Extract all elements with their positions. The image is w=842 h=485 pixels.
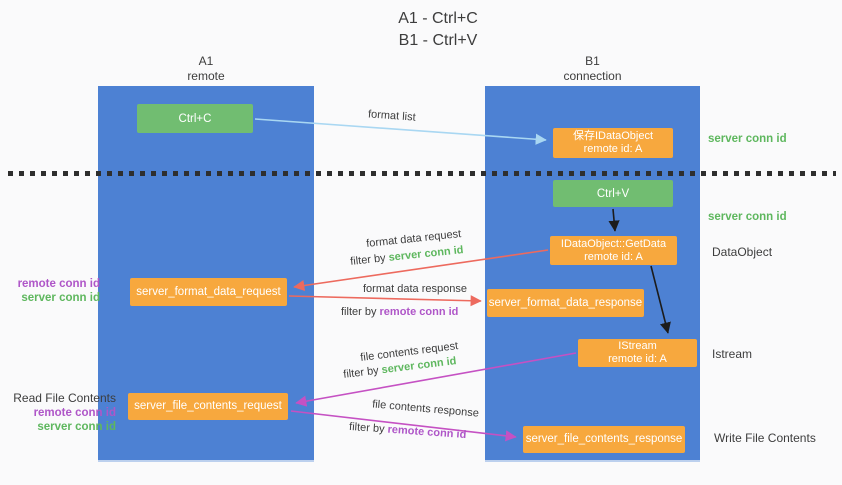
save-idataobject-line1: 保存IDataObject <box>572 130 654 142</box>
server-file-contents-response-label: server_file_contents_response <box>525 433 683 445</box>
server-format-data-request-node: server_format_data_request <box>130 278 287 306</box>
istream-node: IStream remote id: A <box>578 339 697 367</box>
title-line-2: B1 - Ctrl+V <box>398 32 478 49</box>
ctrl-v-label: Ctrl+V <box>596 187 630 200</box>
annotation-server-conn-id-mid: server conn id <box>708 211 787 223</box>
annotation-conn-ids-file: remote conn id server conn id <box>26 407 116 434</box>
save-idataobject-node: 保存IDataObject remote id: A <box>553 128 673 158</box>
getdata-line2: remote id: A <box>584 250 643 263</box>
save-idataobject-line2: remote id: A <box>583 143 643 155</box>
label-file-contents-response: file contents response <box>371 398 480 420</box>
remote-conn-id-text: remote conn id <box>379 306 459 318</box>
title-line-1: A1 - Ctrl+C <box>398 10 478 27</box>
lane-b1-subtitle: connection <box>563 69 622 83</box>
server-conn-id-label: server conn id <box>37 420 116 433</box>
remote-conn-id-label: remote conn id <box>33 407 116 419</box>
ctrl-c-label: Ctrl+C <box>178 112 212 125</box>
filter-by-text: filter by <box>341 306 377 318</box>
lane-b1-title: B1 <box>585 54 600 68</box>
arrow-format-data-response <box>288 295 482 307</box>
ctrl-v-node: Ctrl+V <box>553 180 673 207</box>
lane-a1-header: A1 remote <box>98 54 314 84</box>
label-filter-by-remote-conn-id-2: filter by remote conn id <box>349 421 467 441</box>
remote-conn-id-label: remote conn id <box>17 278 100 290</box>
istream-line2: remote id: A <box>608 353 667 365</box>
server-format-data-response-label: server_format_data_response <box>488 296 643 309</box>
idataobject-getdata-node: IDataObject::GetData remote id: A <box>550 236 677 265</box>
filter-by-text: filter by <box>349 252 387 268</box>
label-filter-by-remote-conn-id-1: filter by remote conn id <box>341 306 458 318</box>
label-format-list: format list <box>367 108 417 124</box>
annotation-read-file-contents: Read File Contents <box>13 391 116 405</box>
annotation-conn-ids-format: remote conn id server conn id <box>10 278 100 305</box>
ctrl-c-node: Ctrl+C <box>137 104 253 133</box>
lane-a1-title: A1 <box>198 54 214 68</box>
lane-b1-header: B1 connection <box>485 54 700 84</box>
remote-conn-id-text: remote conn id <box>387 423 467 442</box>
server-file-contents-response-node: server_file_contents_response <box>523 426 685 453</box>
dotted-divider <box>8 171 836 176</box>
annotation-server-conn-id-top: server conn id <box>708 133 787 145</box>
server-conn-id-text: server conn id <box>388 244 465 264</box>
server-conn-id-label: server conn id <box>21 291 100 304</box>
server-format-data-response-node: server_format_data_response <box>487 289 644 317</box>
label-format-data-response: format data response <box>363 283 467 295</box>
annotation-write-file-contents: Write File Contents <box>714 431 816 445</box>
getdata-line1: IDataObject::GetData <box>560 237 667 250</box>
diagram-title: A1 - Ctrl+C B1 - Ctrl+V <box>338 8 538 52</box>
istream-line1: IStream <box>618 340 657 352</box>
server-file-contents-request-node: server_file_contents_request <box>128 393 288 420</box>
annotation-istream: Istream <box>712 347 753 361</box>
lane-a1-subtitle: remote <box>187 69 225 83</box>
server-format-data-request-label: server_format_data_request <box>136 285 281 298</box>
server-file-contents-request-label: server_file_contents_request <box>134 400 282 412</box>
filter-by-text: filter by <box>348 420 385 436</box>
filter-by-text: filter by <box>342 364 380 381</box>
annotation-dataobject: DataObject <box>712 245 773 259</box>
